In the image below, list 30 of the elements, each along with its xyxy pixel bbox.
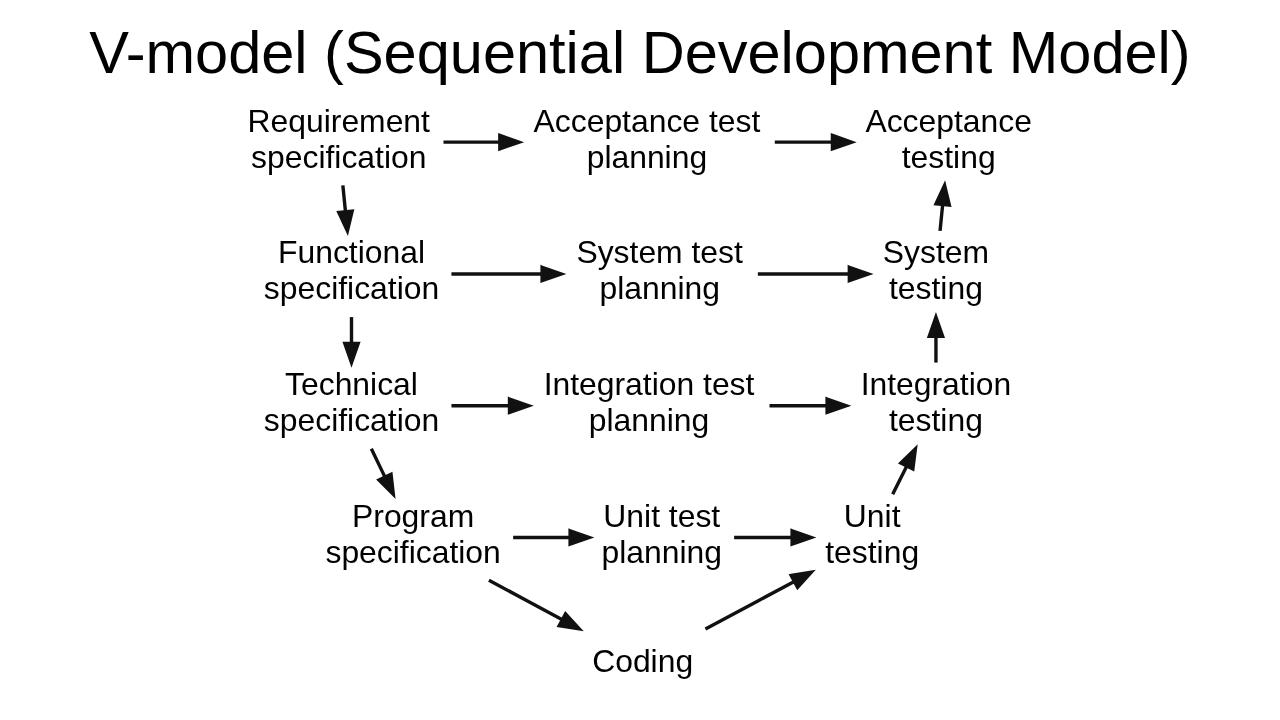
node-text: Requirement specification	[247, 102, 430, 175]
arrow	[769, 396, 852, 415]
node-text: Technical specification	[263, 366, 440, 439]
node-text: Functional specification	[263, 234, 440, 307]
node-text: System testing	[882, 234, 990, 307]
arrow	[891, 444, 918, 496]
arrow	[734, 528, 817, 547]
arrow	[933, 180, 952, 231]
arrow	[757, 264, 874, 283]
arrow	[774, 133, 857, 152]
arrow	[704, 569, 816, 631]
arrow	[926, 311, 946, 363]
node-text: Program specification	[325, 497, 501, 570]
node-text: Unit test planning	[601, 497, 723, 570]
arrow	[451, 264, 567, 283]
arrow	[513, 528, 595, 547]
arrow	[488, 578, 584, 632]
node-text: Acceptance test planning	[533, 102, 761, 175]
node-text: Integration testing	[860, 366, 1012, 439]
arrow	[451, 396, 534, 415]
node-text: Acceptance testing	[865, 102, 1032, 175]
arrow	[443, 133, 525, 152]
arrow	[342, 317, 361, 368]
arrow	[336, 185, 355, 236]
node-text: Integration test planning	[543, 366, 755, 439]
node-text: Coding	[592, 643, 694, 680]
diagram-title: V-model (Sequential Development Model)	[89, 18, 1191, 86]
node-text: System test planning	[576, 234, 743, 307]
node-text: Unit testing	[825, 497, 920, 570]
arrow	[369, 448, 396, 499]
